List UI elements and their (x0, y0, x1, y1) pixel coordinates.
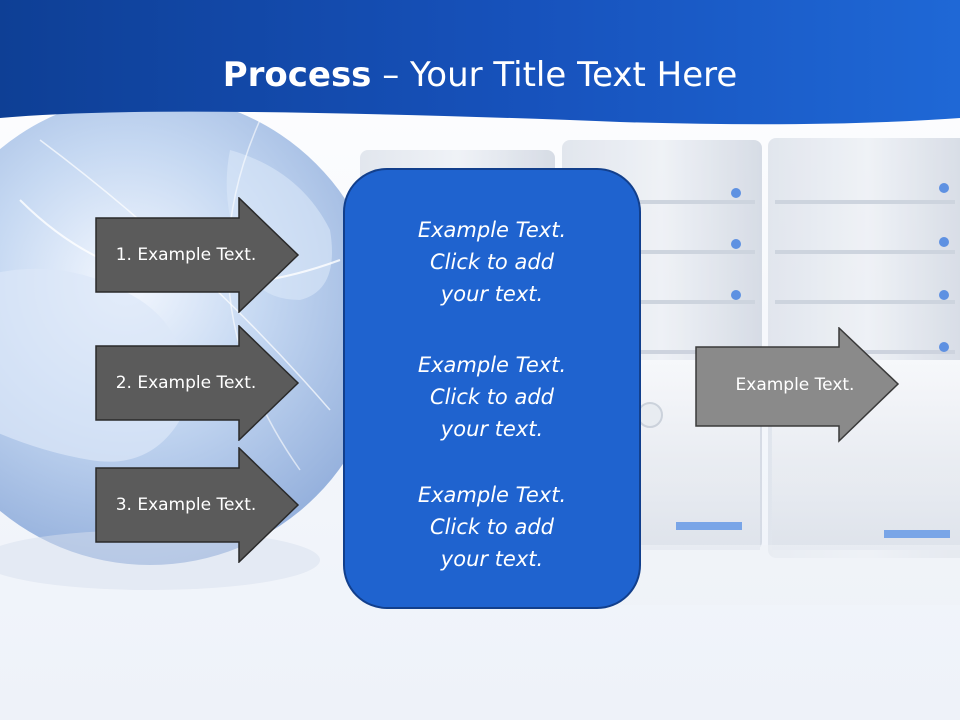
result-arrow-label: Example Text. (735, 375, 855, 395)
text-line: your text. (440, 417, 544, 441)
step-arrow-label: 2. Example Text. (115, 373, 257, 393)
arrow-right-shape (95, 197, 300, 313)
arrow-right-shape (695, 327, 900, 443)
center-process-box[interactable]: Example Text. Click to add your text. Ex… (343, 168, 641, 609)
step-arrow-label: 3. Example Text. (115, 495, 257, 515)
text-line: Example Text. (417, 218, 567, 242)
text-line: Click to add (429, 385, 554, 409)
result-arrow[interactable]: Example Text. (695, 327, 900, 443)
text-line: your text. (440, 282, 544, 306)
step-arrow-2[interactable]: 2. Example Text. (95, 325, 300, 441)
arrow-right-shape (95, 325, 300, 441)
step-arrow-3[interactable]: 3. Example Text. (95, 447, 300, 563)
text-line: Example Text. (417, 483, 567, 507)
step-arrow-1[interactable]: 1. Example Text. (95, 197, 300, 313)
title-bold: Process (222, 55, 372, 95)
slide-title: Process – Your Title Text Here (0, 54, 960, 96)
center-text-block-1[interactable]: Example Text. Click to add your text. (345, 214, 639, 310)
arrow-right-shape (95, 447, 300, 563)
text-line: Click to add (429, 250, 554, 274)
center-text-block-2[interactable]: Example Text. Click to add your text. (345, 349, 639, 445)
center-text-block-3[interactable]: Example Text. Click to add your text. (345, 479, 639, 575)
title-rest: – Your Title Text Here (371, 55, 738, 95)
header-band (0, 0, 960, 125)
step-arrow-label: 1. Example Text. (115, 245, 257, 265)
text-line: Example Text. (417, 353, 567, 377)
text-line: your text. (440, 547, 544, 571)
text-line: Click to add (429, 515, 554, 539)
